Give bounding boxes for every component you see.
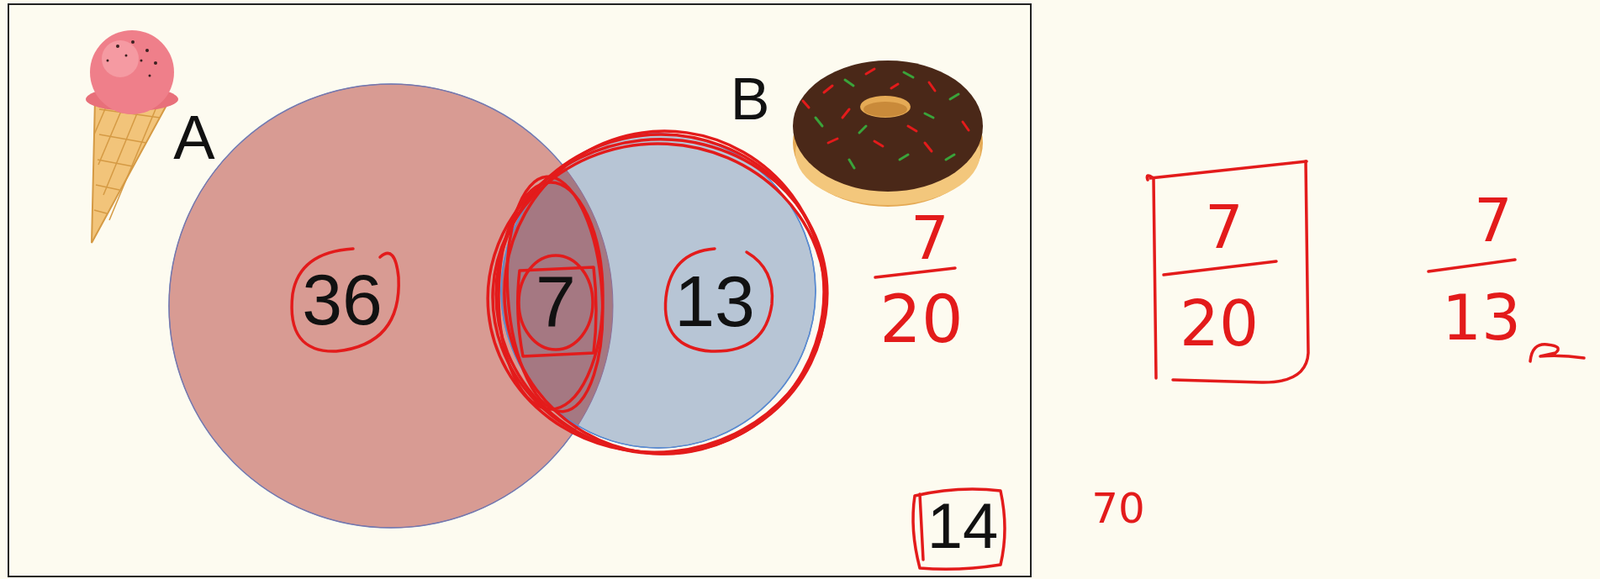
region-count: 13: [674, 264, 756, 338]
handwritten-numerator: 7: [1473, 190, 1513, 251]
set-label: B: [730, 69, 771, 129]
donut-icon: [792, 60, 983, 207]
handwritten-numerator: 7: [910, 207, 950, 269]
outside-count: 14: [927, 494, 999, 559]
intersection-count: 7: [535, 264, 576, 338]
ice-cream-icon: [85, 30, 179, 243]
set-label: A: [173, 106, 215, 169]
handwritten-denominator: 20: [1179, 292, 1259, 355]
handwritten-note: 70: [1091, 487, 1146, 530]
handwritten-numerator: 7: [1204, 196, 1244, 258]
handwritten-denominator: 13: [1441, 286, 1521, 349]
handwritten-denominator: 20: [879, 286, 963, 353]
region-count: 36: [301, 263, 383, 336]
